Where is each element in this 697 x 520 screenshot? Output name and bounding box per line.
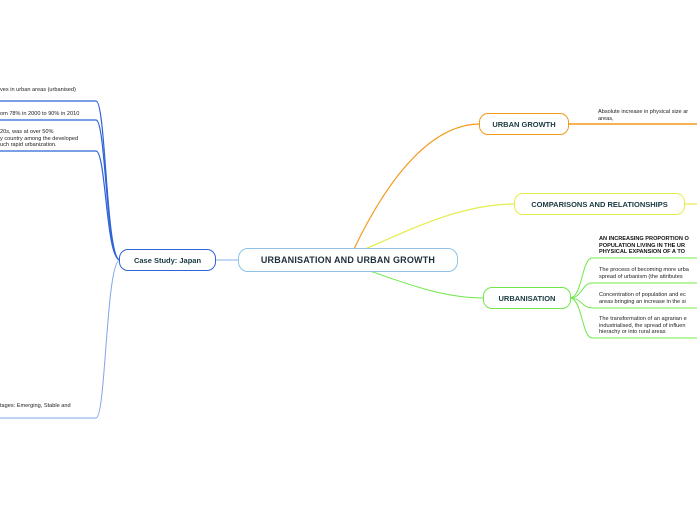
leaf-line: POPULATION LIVING IN THE UR [599, 242, 685, 249]
leaf-line: spread of urbanism (the attributes [599, 273, 683, 280]
japan-leaf-2000-2010[interactable]: om 78% in 2000 to 90% in 2010 [0, 111, 96, 118]
connector-urban-growth [353, 123, 481, 250]
leaf-line: areas bringing an increase in the si [599, 298, 686, 305]
leaf-line: PHYSICAL EXPANSION OF A TO [599, 249, 685, 256]
leaf-line: uch rapid urbanization. [0, 142, 57, 149]
connector-urbanisation-leaf-2 [569, 282, 697, 299]
urbanisation-leaf-process[interactable]: The process of becoming more urba spread… [599, 267, 697, 280]
connector-urbanisation-leaf-3 [569, 297, 697, 309]
urbanisation-leaf-transformation[interactable]: The transformation of an agrarian e indu… [599, 316, 697, 336]
connector-japan-leaf-2 [0, 119, 121, 261]
central-topic[interactable]: URBANISATION AND URBAN GROWTH [238, 248, 458, 272]
urban-growth-leaf[interactable]: Absolute increase in physical size ar ar… [598, 109, 697, 122]
leaf-line: areas, [598, 115, 614, 122]
leaf-line: y country among the developed [0, 135, 79, 142]
topic-urban-growth[interactable]: URBAN GROWTH [479, 113, 569, 135]
japan-leaf-urbanised[interactable]: ves in urban areas (urbanised) [0, 87, 96, 94]
leaf-line: Concentration of population and ec [599, 292, 686, 298]
leaf-line: Absolute increase in physical size ar [598, 109, 689, 115]
connector-urbanisation [369, 270, 485, 299]
topic-comparisons-and-relationships[interactable]: COMPARISONS AND RELATIONSHIPS [514, 193, 685, 215]
leaf-line: 20s, was at over 50% [0, 129, 54, 135]
leaf-line: The process of becoming more urba [599, 267, 689, 273]
leaf-line: AN INCREASING PROPORTION O [599, 236, 689, 242]
topic-urbanisation[interactable]: URBANISATION [483, 287, 571, 309]
leaf-line: ves in urban areas (urbanised) [0, 87, 76, 93]
connector-japan-leaf-1 [0, 100, 121, 261]
connector-japan-leaf-3 [0, 150, 121, 261]
urbanisation-leaf-concentration[interactable]: Concentration of population and ec areas… [599, 292, 697, 305]
japan-leaf-1920s[interactable]: 20s, was at over 50% y country among the… [0, 129, 96, 149]
connector-japan-leaf-4 [0, 259, 121, 419]
connector-urbanisation-leaf-1 [569, 257, 697, 299]
leaf-line: hierachy or into rural areas [599, 329, 666, 336]
connector-comparisons [364, 203, 516, 250]
leaf-line: industrialised, the spread of influen [599, 322, 686, 329]
topic-case-study-japan[interactable]: Case Study: Japan [119, 249, 216, 271]
leaf-line: tages: Emerging, Stable and [0, 403, 71, 409]
connector-urbanisation-leaf-4 [569, 297, 697, 339]
urbanisation-leaf-definition[interactable]: AN INCREASING PROPORTION O POPULATION LI… [599, 236, 697, 256]
japan-leaf-stages[interactable]: tages: Emerging, Stable and [0, 403, 96, 410]
leaf-line: om 78% in 2000 to 90% in 2010 [0, 111, 80, 117]
leaf-line: The transformation of an agrarian e [599, 316, 687, 322]
